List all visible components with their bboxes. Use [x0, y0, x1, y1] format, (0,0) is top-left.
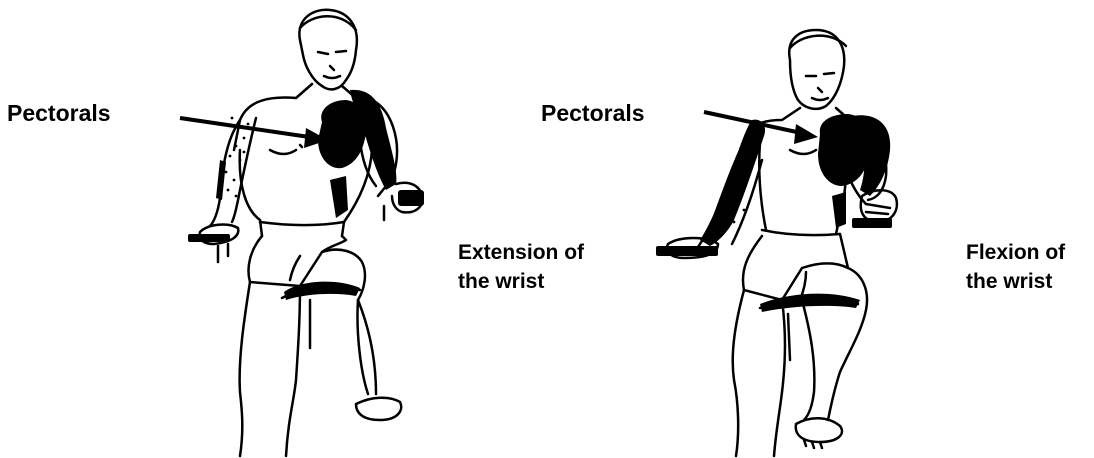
- left-caption-line2: the wrist: [458, 267, 584, 296]
- right-seated-figure: [667, 30, 897, 456]
- left-seated-figure: [192, 10, 422, 456]
- left-caption-line1: Extension of: [458, 238, 584, 267]
- right-wrist-caption: Flexion of the wrist: [966, 238, 1065, 296]
- right-dumbbell: [852, 218, 892, 228]
- right-stool-seat: [760, 294, 860, 312]
- left-pectorals-label: Pectorals: [7, 99, 111, 127]
- left-dumbbell: [398, 190, 424, 206]
- right-figure-shading: [656, 114, 892, 312]
- left-figure-shading: [188, 90, 424, 300]
- right-pectorals-label: Pectorals: [541, 99, 645, 127]
- left-stool-seat: [284, 282, 360, 300]
- right-caption-line1: Flexion of: [966, 238, 1065, 267]
- right-caption-line2: the wrist: [966, 267, 1065, 296]
- left-wrist-caption: Extension of the wrist: [458, 238, 584, 296]
